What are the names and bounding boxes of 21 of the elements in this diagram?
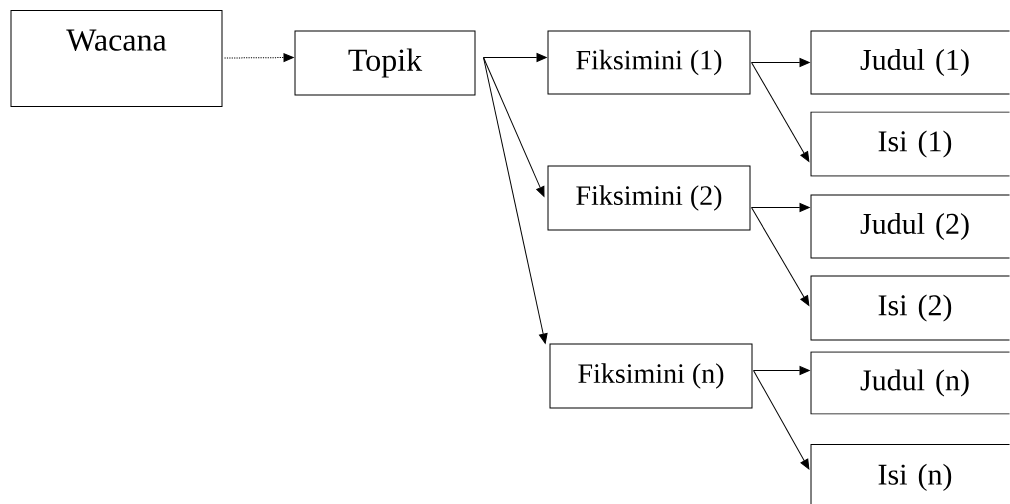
arrow [483,53,547,62]
box: Wacana [10,10,223,107]
box: Isi (n) [810,444,1010,504]
arrow [753,370,810,470]
arrow [753,366,810,375]
box: Isi (2) [810,275,1010,341]
box: Fiksimini (2) [547,165,751,231]
arrow [751,62,810,162]
box: Judul (2) [810,194,1010,259]
arrow [483,57,545,197]
box: Judul (n) [810,351,1010,415]
arrow [751,58,810,67]
box: Fiksimini (n) [549,343,753,409]
arrow [751,207,810,306]
box: Isi (1) [810,111,1010,177]
arrow [483,57,548,344]
arrow [751,203,810,212]
box: Judul (1) [810,30,1010,95]
box: Topik [294,30,476,96]
arrow [224,53,294,62]
box: Fiksimini (1) [547,30,751,95]
